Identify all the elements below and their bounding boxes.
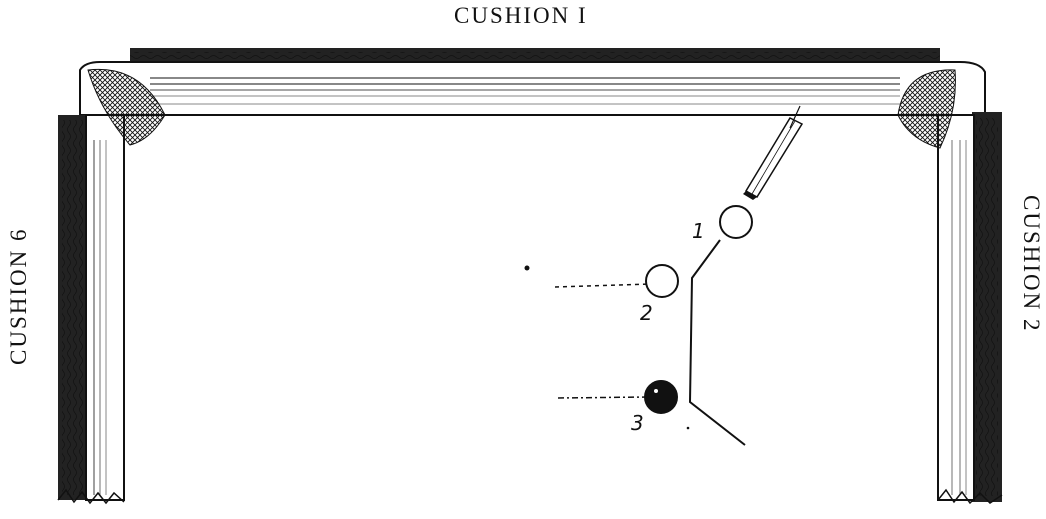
left-rail-grain (62, 120, 84, 495)
left-cushion-outline (85, 114, 125, 501)
ball-2-number: 2 (640, 301, 653, 325)
small-mark (686, 426, 690, 430)
ball-3: 3 (631, 380, 678, 435)
cue-ball-path (688, 239, 746, 446)
ball-2: 2 (640, 264, 679, 325)
cue-stick (743, 105, 804, 200)
right-rail-torn-edge (937, 488, 1003, 505)
cushion-1-label: CUSHION I (454, 3, 588, 28)
left-rail-torn-edge (57, 488, 125, 505)
left-rail (57, 114, 125, 505)
right-rail-grain (976, 118, 998, 496)
ball-3-aim-line (557, 396, 649, 399)
cushion-6-label: CUSHION 6 (6, 227, 31, 365)
ball-1: 1 (692, 205, 753, 243)
spot-mark (524, 265, 530, 271)
ball-1-number: 1 (692, 219, 705, 243)
right-rail (937, 112, 1003, 505)
ball-3-number: 3 (631, 411, 644, 435)
corner-pad-right (897, 69, 956, 149)
right-cushion-outline (937, 114, 975, 501)
cushion-2-label: CUSHION 2 (1019, 195, 1044, 333)
top-cushion-outline (79, 61, 986, 116)
corner-pad-left (87, 68, 166, 146)
top-rail (79, 48, 986, 116)
ball-2-aim-line (554, 283, 651, 288)
